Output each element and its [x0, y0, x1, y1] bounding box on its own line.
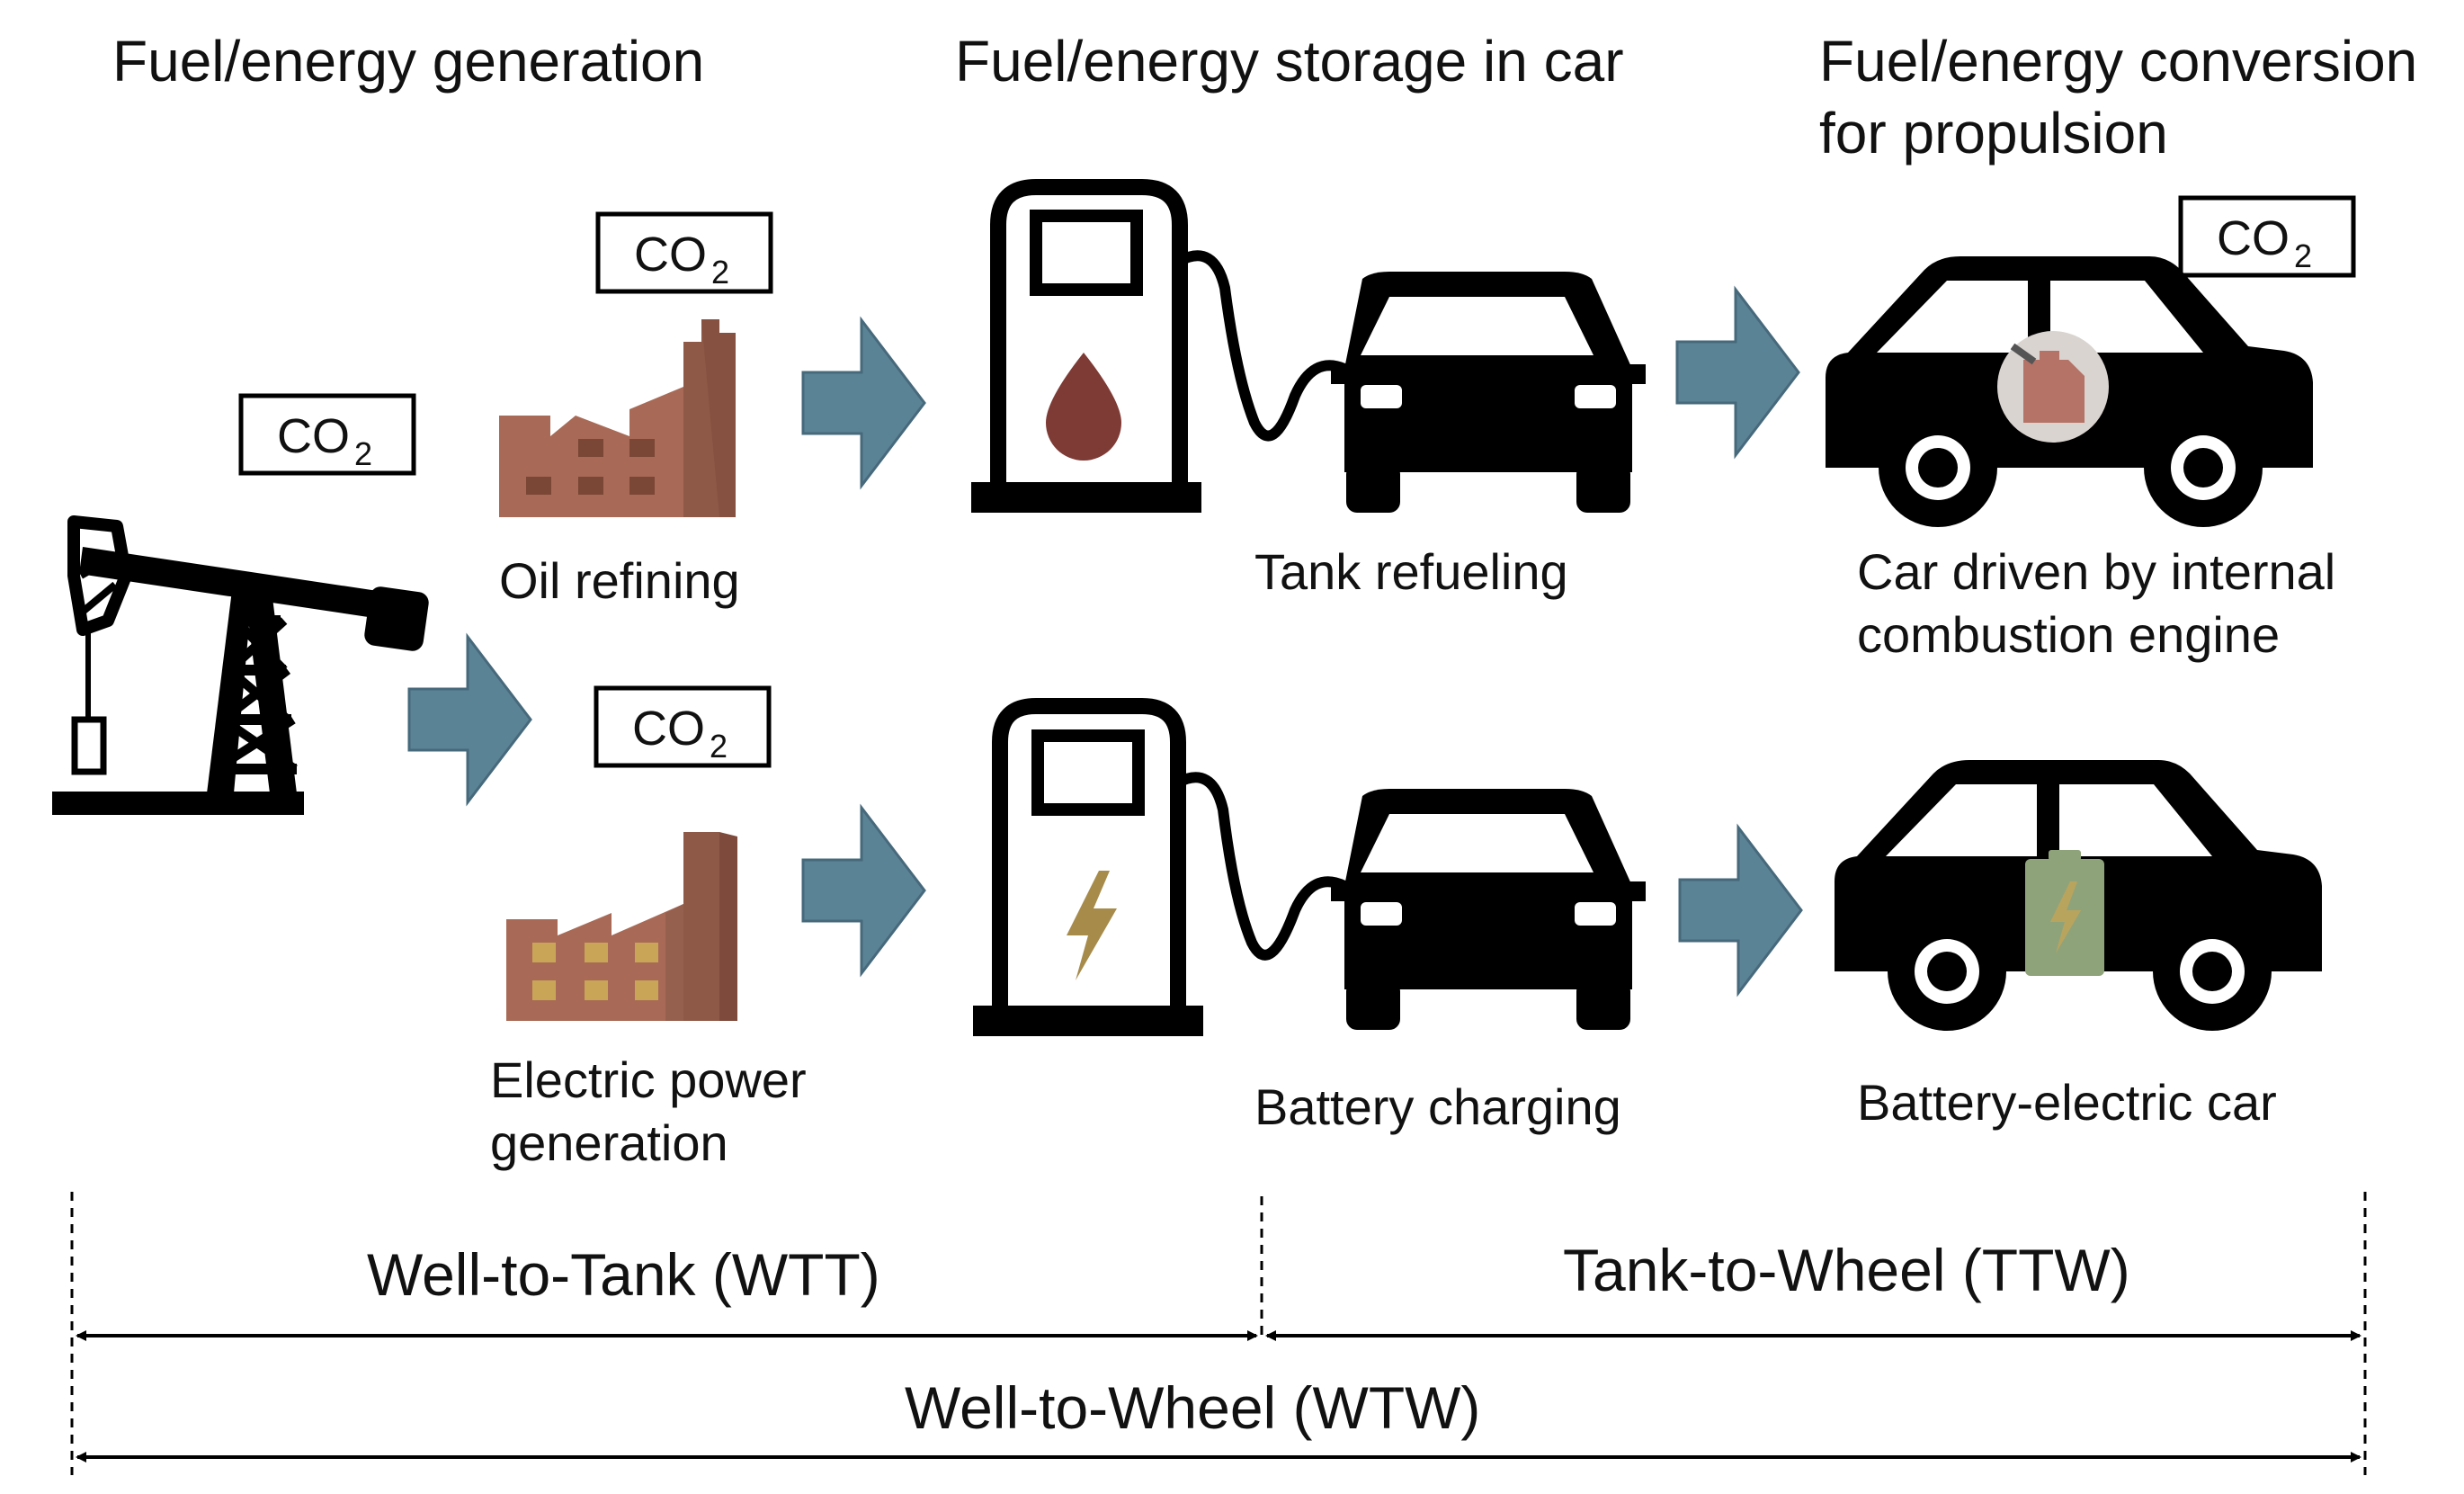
label-electric-power-line2: generation — [490, 1114, 728, 1171]
span-label-ttw: Tank-to-Wheel (TTW) — [1563, 1237, 2130, 1303]
jerrycan-icon — [1997, 331, 2109, 443]
co2-subscript: 2 — [711, 254, 729, 291]
label-bev-car: Battery-electric car — [1857, 1074, 2277, 1131]
co2-subscript: 2 — [710, 728, 728, 765]
car-front-icon — [1331, 789, 1646, 1030]
fuel-pump-icon — [971, 179, 1347, 513]
header-storage: Fuel/energy storage in car — [955, 29, 1624, 94]
power-plant-icon — [506, 832, 737, 1021]
co2-badge: CO 2 — [2178, 195, 2356, 278]
arrow-right-icon — [801, 803, 926, 978]
co2-text: CO — [634, 228, 707, 282]
charging-station-icon — [973, 698, 1347, 1036]
co2-subscript: 2 — [354, 435, 372, 472]
span-label-wtt: Well-to-Tank (WTT) — [367, 1241, 880, 1308]
co2-badge: CO 2 — [595, 211, 773, 294]
battery-icon — [2025, 850, 2104, 976]
car-front-icon — [1331, 272, 1646, 513]
arrow-right-icon — [407, 632, 532, 807]
co2-subscript: 2 — [2294, 237, 2312, 274]
co2-text: CO — [632, 702, 705, 756]
car-side-icon — [1826, 256, 2313, 527]
span-label-wtw: Well-to-Wheel (WTW) — [905, 1374, 1480, 1441]
co2-badge: CO 2 — [594, 685, 772, 768]
co2-text: CO — [2217, 211, 2290, 265]
header-generation: Fuel/energy generation — [112, 29, 704, 94]
label-battery-charging: Battery charging — [1254, 1078, 1621, 1135]
co2-badge: CO 2 — [238, 393, 416, 476]
label-ice-car-line1: Car driven by internal — [1857, 543, 2335, 600]
co2-text: CO — [277, 409, 350, 463]
label-ice-car-line2: combustion engine — [1857, 606, 2280, 663]
label-electric-power-line1: Electric power — [490, 1051, 807, 1108]
header-conversion-line1: Fuel/energy conversion — [1819, 29, 2417, 94]
label-oil-refining: Oil refining — [499, 552, 740, 609]
arrow-right-icon — [1678, 823, 1803, 997]
header-conversion-line2: for propulsion — [1819, 101, 2168, 166]
refinery-icon — [499, 319, 736, 517]
pumpjack-icon — [52, 515, 429, 815]
arrow-right-icon — [801, 316, 926, 490]
arrow-right-icon — [1675, 285, 1800, 460]
label-tank-refueling: Tank refueling — [1254, 543, 1568, 600]
